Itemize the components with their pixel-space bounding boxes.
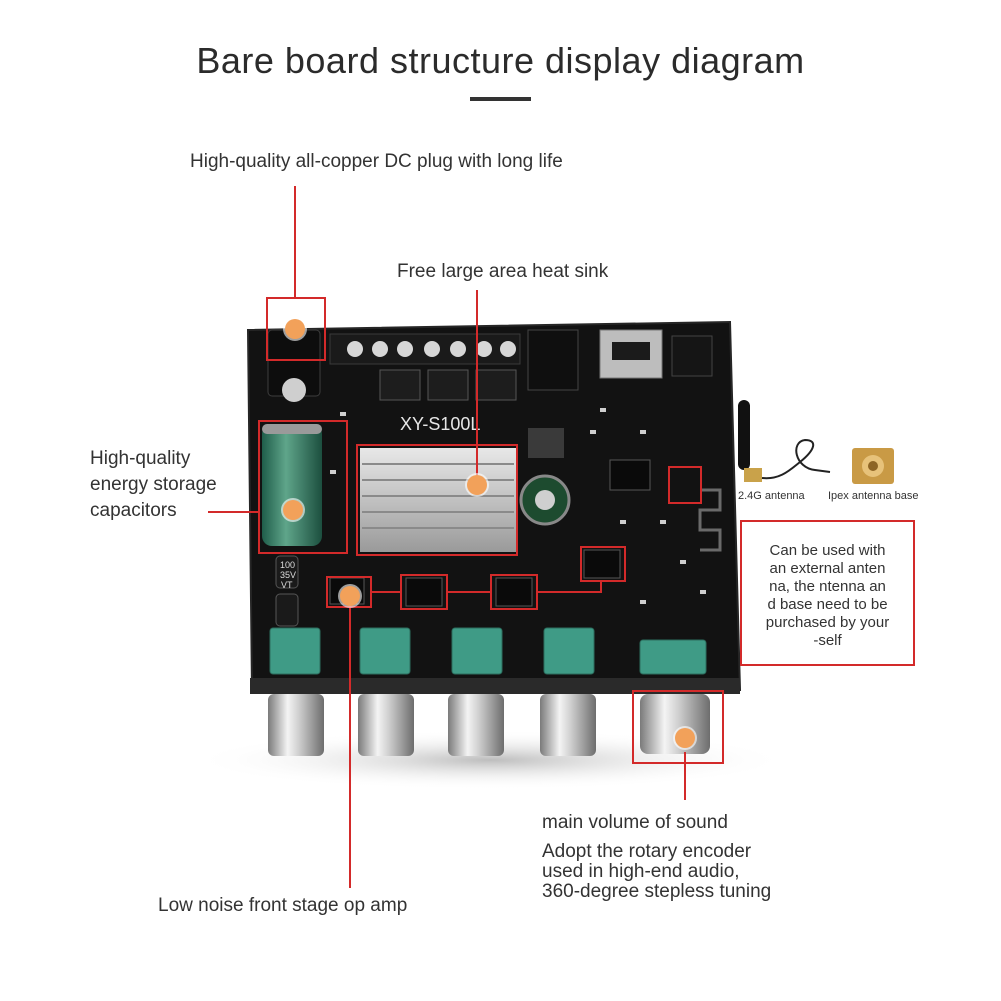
note-line-5: purchased by your xyxy=(765,614,890,631)
note-line-2: an external anten xyxy=(769,560,886,577)
antenna-label: 2.4G antenna xyxy=(738,490,805,502)
note-line-4: d base need to be xyxy=(767,596,888,613)
antenna-trace xyxy=(698,488,722,552)
smd-components xyxy=(330,408,706,604)
op-amp-link-2 xyxy=(448,591,490,593)
note-line-1: Can be used with xyxy=(769,542,886,559)
antenna-note-box: Can be used with an external anten na, t… xyxy=(740,520,915,666)
cap-mark-voltage: 35V xyxy=(280,570,297,580)
dc-plug-leader xyxy=(294,186,296,298)
heat-sink-callout-box xyxy=(356,444,518,556)
volume-desc-line-3: 360-degree stepless tuning xyxy=(542,881,772,902)
regulator xyxy=(528,428,564,458)
big-capacitor xyxy=(262,424,322,546)
op-amp-link-4 xyxy=(600,580,602,593)
capacitor-leader xyxy=(208,511,260,513)
op-amp-callout-box-2 xyxy=(400,574,448,610)
ipex-base-label: Ipex antenna base xyxy=(828,490,919,502)
capacitor-label-line-3: capacitors xyxy=(90,500,177,521)
usb-port xyxy=(599,329,663,379)
cap-mark-vt: VT xyxy=(281,580,293,590)
op-amp-callout-box-4 xyxy=(580,546,626,582)
antenna-socket-callout-box xyxy=(668,466,702,504)
dc-plug-label: High-quality all-copper DC plug with lon… xyxy=(190,151,563,172)
capacitor-label-line-1: High-quality xyxy=(90,448,191,469)
dc-plug-marker xyxy=(285,319,305,339)
capacitor-label: High-quality energy storage capacitors xyxy=(90,446,217,524)
potentiometer-bodies xyxy=(269,627,707,675)
note-line-3: na, the ntenna an xyxy=(769,578,886,595)
switch-block xyxy=(671,335,713,377)
dc-plug-callout-box xyxy=(266,297,326,361)
volume-desc-line-2: used in high-end audio, xyxy=(542,861,740,882)
volume-marker xyxy=(675,728,695,748)
ipex-base xyxy=(852,448,894,484)
volume-desc-line-1: Adopt the rotary encoder xyxy=(542,841,752,862)
capacitor-label-line-2: energy storage xyxy=(90,474,217,495)
volume-leader xyxy=(684,752,686,800)
capacitor-callout-box xyxy=(258,420,348,554)
heat-sink-leader xyxy=(476,290,478,486)
volume-description: Adopt the rotary encoder used in high-en… xyxy=(542,842,771,902)
small-capacitors xyxy=(275,555,299,627)
audio-jack xyxy=(527,329,579,391)
external-antenna xyxy=(738,400,831,482)
volume-title-label: main volume of sound xyxy=(542,812,728,833)
op-amp-link-3 xyxy=(538,591,600,593)
board-model-label: XY-S100L xyxy=(400,414,481,434)
page-title: Bare board structure display diagram xyxy=(196,40,805,81)
op-amp-marker xyxy=(340,586,360,606)
heat-sink-marker xyxy=(467,475,487,495)
op-amp-leader xyxy=(349,596,351,888)
heat-sink-label: Free large area heat sink xyxy=(397,261,609,282)
ic-chips xyxy=(329,459,651,607)
cap-mark-value: 100 xyxy=(280,560,296,570)
capacitor-marker xyxy=(283,500,303,520)
screw-terminals xyxy=(329,333,521,365)
note-line-6: -self xyxy=(813,632,842,649)
inductors xyxy=(379,369,517,401)
op-amp-link-1 xyxy=(372,591,402,593)
volume-knob-callout-box xyxy=(632,690,724,764)
op-amp-callout-box-3 xyxy=(490,574,538,610)
heat-sink xyxy=(360,448,516,552)
op-amp-label: Low noise front stage op amp xyxy=(158,895,408,916)
pcb-front-edge xyxy=(250,678,740,694)
title-underline xyxy=(470,97,531,101)
